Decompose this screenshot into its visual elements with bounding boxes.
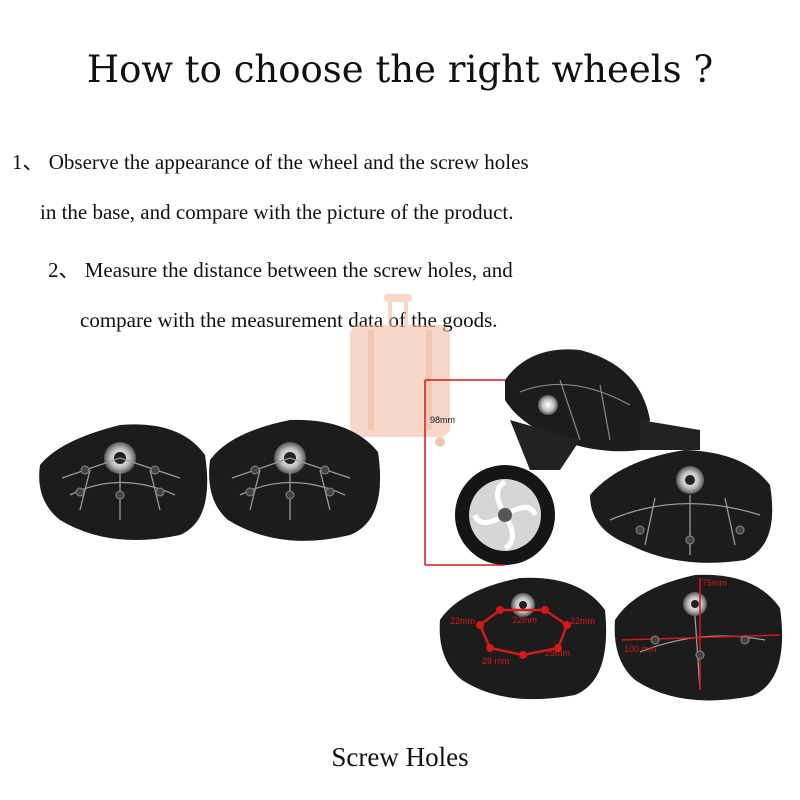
- span-left-label: 29 mm: [482, 656, 510, 666]
- wheel-base-icon: [209, 419, 381, 541]
- hole-distance-label: 22mm: [450, 616, 475, 626]
- step-1-line-1: 1、 Observe the appearance of the wheel a…: [12, 150, 529, 174]
- hole-distance-label: 22mm: [512, 615, 537, 625]
- wheel-base-icon: [614, 574, 783, 701]
- wheel-base-icon: [439, 577, 607, 700]
- depth-label: 75mm: [702, 578, 727, 588]
- width-label: 100 mm: [624, 644, 657, 654]
- wheel-base-icon: [39, 424, 208, 540]
- screw-holes-caption: Screw Holes: [331, 742, 469, 772]
- step-1-line-2: in the base, and compare with the pictur…: [40, 200, 514, 224]
- page-title: How to choose the right wheels ?: [86, 48, 714, 91]
- height-label: 98mm: [430, 415, 455, 425]
- hole-distance-label: 22mm: [570, 616, 595, 626]
- span-right-label: 29mm: [545, 648, 570, 658]
- height-measurement-marker: [424, 379, 505, 566]
- step-2-line-1: 2、 Measure the distance between the scre…: [48, 258, 513, 282]
- wheel-assembly-icon: [455, 349, 773, 565]
